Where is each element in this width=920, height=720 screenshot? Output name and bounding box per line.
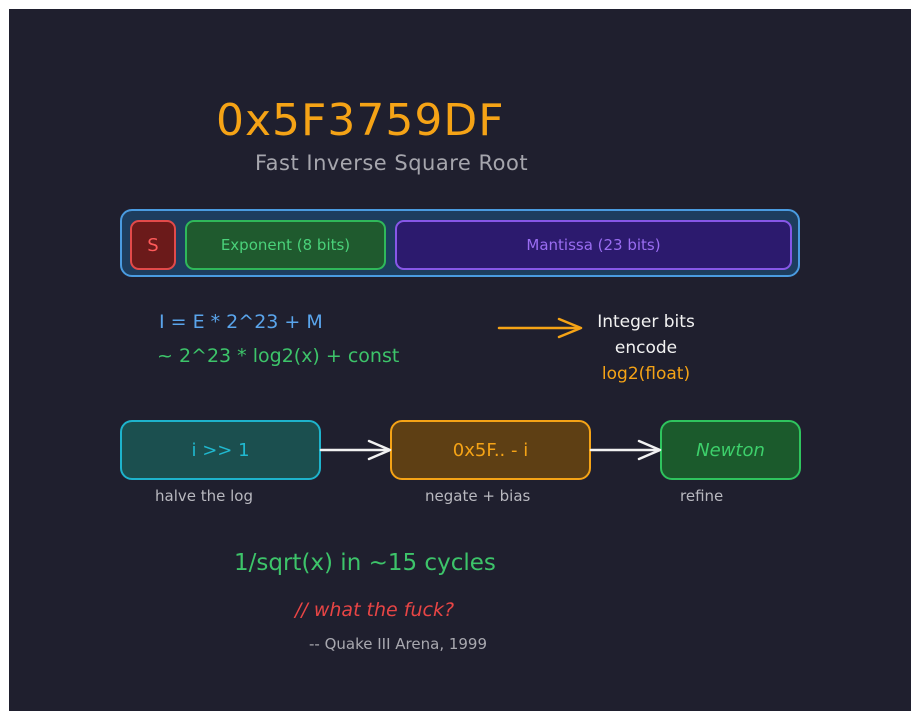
note-line-2: encode	[614, 338, 678, 358]
diagram-canvas: 0x5F3759DF Fast Inverse Square Root S Ex…	[9, 9, 911, 711]
result-text: 1/sqrt(x) in ~15 cycles	[234, 550, 496, 576]
magic-constant-title: 0x5F3759DF	[216, 95, 505, 146]
step-caption: halve the log	[155, 487, 253, 505]
step-newton: Newton	[660, 420, 801, 480]
orange-arrow-icon	[497, 317, 583, 339]
attribution: -- Quake III Arena, 1999	[309, 635, 488, 653]
step-caption: refine	[680, 487, 724, 505]
arrow-right-icon	[589, 439, 662, 461]
step-caption: negate + bias	[425, 487, 531, 505]
exponent-field: Exponent (8 bits)	[185, 220, 386, 270]
note-line-3: log2(float)	[601, 364, 691, 384]
float-bitfield: S Exponent (8 bits) Mantissa (23 bits)	[120, 209, 800, 277]
note-line-1: Integer bits	[597, 312, 695, 332]
step-shift-right: i >> 1	[120, 420, 321, 480]
integer-formula: I = E * 2^23 + M	[159, 311, 323, 333]
mantissa-field: Mantissa (23 bits)	[395, 220, 792, 270]
code-comment: // what the fuck?	[295, 599, 455, 621]
step-subtract-magic: 0x5F.. - i	[390, 420, 591, 480]
annotation-note: Integer bits encode log2(float)	[581, 309, 711, 387]
sign-bit-field: S	[130, 220, 176, 270]
subtitle: Fast Inverse Square Root	[255, 151, 529, 175]
arrow-right-icon	[319, 439, 392, 461]
log-approximation-formula: ~ 2^23 * log2(x) + const	[157, 345, 400, 367]
